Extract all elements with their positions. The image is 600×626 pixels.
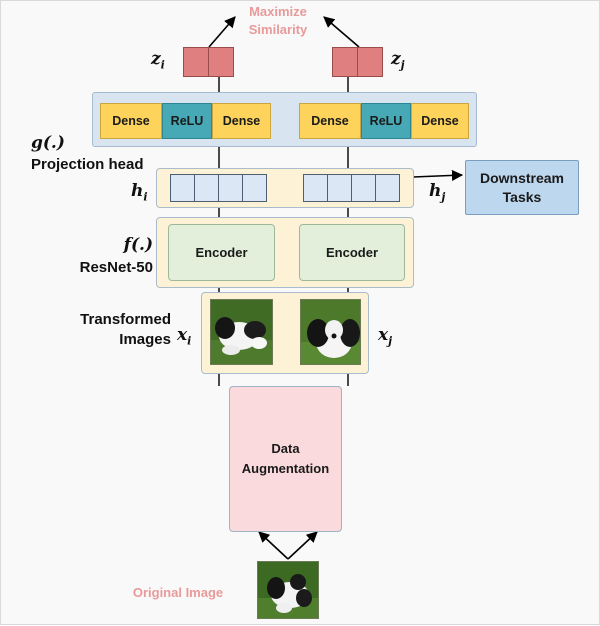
original-image-label: Original Image: [132, 585, 224, 600]
transformed-image-i: [210, 299, 273, 365]
orig-right-arrow: [287, 531, 318, 560]
x-i-label: xi: [177, 325, 191, 347]
h-i-cell-3: [218, 174, 243, 202]
x-j-label: xj: [378, 325, 392, 347]
h-i-cell-1: [170, 174, 195, 202]
original-image: [257, 561, 319, 619]
data-augmentation-box: Data Augmentation: [229, 386, 342, 532]
transformed-image-j: [300, 299, 361, 365]
dense-left-2: Dense: [212, 103, 271, 139]
encoder-right: Encoder: [299, 224, 405, 281]
z-j-sub: j: [400, 58, 405, 72]
relu-left: ReLU: [162, 103, 212, 139]
relu-right: ReLU: [361, 103, 411, 139]
projection-function-label: g(.): [31, 133, 65, 153]
h-i-label: hi: [131, 181, 148, 203]
h-j-base: h: [429, 181, 442, 201]
transformed-line-2: Images: [119, 330, 171, 348]
dense-right-2: Dense: [411, 103, 469, 139]
dense-right-1: Dense: [299, 103, 361, 139]
h-j-sub: j: [441, 190, 446, 204]
transformed-line-1: Transformed: [80, 311, 171, 328]
orig-left-arrow: [258, 531, 289, 560]
x-i-sub: i: [187, 334, 192, 348]
encoder-left: Encoder: [168, 224, 275, 281]
x-i-base: x: [177, 325, 188, 345]
left-similarity-arrow: [208, 16, 236, 48]
downstream-line-2: Tasks: [502, 188, 542, 205]
projection-head-label: Projection head: [31, 156, 144, 173]
z-j-base: z: [391, 49, 401, 69]
augmentation-line-1: Data: [271, 440, 300, 456]
dog-photo-j: [301, 300, 360, 364]
z-j-label: zj: [391, 49, 405, 71]
z-i-vector-cell-2: [208, 47, 234, 77]
z-i-vector-cell-1: [183, 47, 209, 77]
downstream-line-1: Downstream: [479, 169, 565, 186]
dog-photo-i: [211, 300, 272, 364]
z-j-vector-cell-2: [357, 47, 383, 77]
x-j-sub: j: [388, 334, 393, 348]
title-line-1: Maximize: [249, 4, 307, 19]
h-j-cell-1: [303, 174, 328, 202]
downstream-tasks-box: Downstream Tasks: [465, 160, 579, 215]
h-j-cell-2: [327, 174, 352, 202]
h-j-cell-4: [375, 174, 400, 202]
h-j-label: hj: [429, 181, 445, 203]
right-similarity-arrow: [323, 16, 360, 48]
h-i-cell-2: [194, 174, 219, 202]
dense-left-1: Dense: [100, 103, 162, 139]
z-j-vector-cell-1: [332, 47, 358, 77]
downstream-arrow: [412, 169, 464, 182]
z-i-sub: i: [160, 58, 165, 72]
z-i-label: zi: [151, 49, 165, 71]
h-i-sub: i: [143, 190, 148, 204]
title-line-2: Similarity: [248, 21, 308, 37]
z-i-base: z: [151, 49, 161, 69]
maximize-similarity-label: Maximize Similarity: [223, 3, 333, 38]
dog-photo-original: [258, 562, 318, 618]
x-j-base: x: [378, 325, 389, 345]
h-i-cell-4: [242, 174, 267, 202]
encoder-model-label: ResNet-50: [79, 259, 153, 276]
transformed-images-label: Transformed Images: [56, 310, 171, 349]
h-i-base: h: [131, 181, 144, 201]
encoder-function-label: f(.): [123, 235, 153, 255]
augmentation-line-2: Augmentation: [241, 461, 330, 476]
h-j-cell-3: [351, 174, 376, 202]
